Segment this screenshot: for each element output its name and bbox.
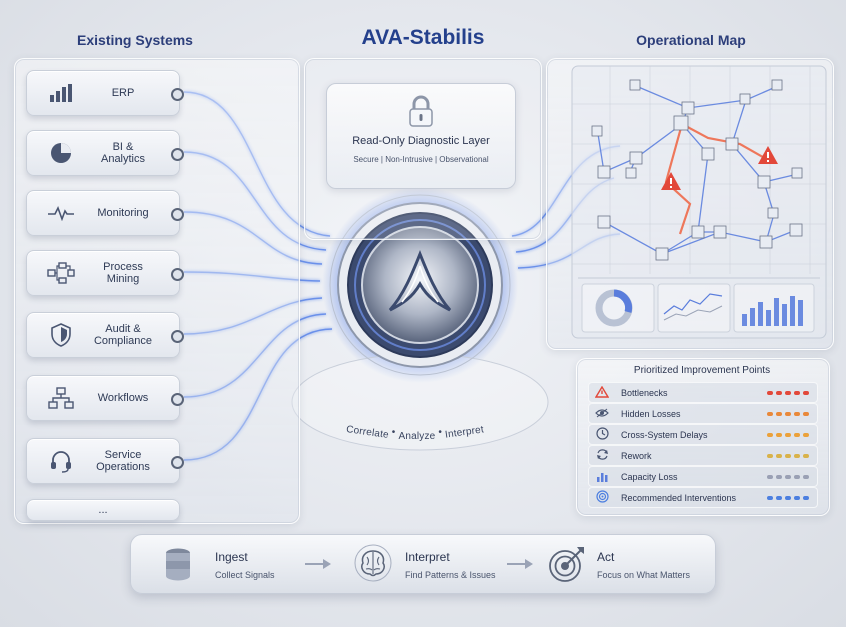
- hierarchy-icon: [41, 383, 81, 413]
- flow-step-subtitle: Collect Signals: [215, 570, 275, 580]
- system-card-workflows[interactable]: Workflows: [26, 375, 184, 421]
- process-flow-bar: Ingest Collect Signals Interpret Find Pa…: [130, 534, 716, 594]
- system-label: Monitoring: [97, 207, 149, 219]
- flowchart-icon: [41, 258, 81, 288]
- system-card-monitoring[interactable]: Monitoring: [26, 190, 184, 236]
- warning-marker: [758, 146, 778, 164]
- priorities-title: Prioritized Improvement Points: [633, 365, 771, 376]
- flow-step-ingest[interactable]: Ingest Collect Signals: [159, 535, 329, 593]
- priority-label: Rework: [621, 450, 652, 461]
- warning-marker: [661, 172, 681, 190]
- diagnostic-layer-subtitle: Secure | Non-Intrusive | Observational: [353, 155, 489, 164]
- connector-port: [171, 393, 184, 406]
- system-label: Workflows: [97, 392, 149, 404]
- action-separator: •: [438, 427, 443, 438]
- pie-chart-icon: [41, 138, 81, 168]
- connector-port: [171, 208, 184, 221]
- connector-port: [171, 330, 184, 343]
- system-label: Process Mining: [103, 261, 143, 285]
- connector-port: [171, 456, 184, 469]
- brain-icon: [354, 544, 392, 582]
- target-icon: [591, 490, 613, 505]
- flow-step-title: Ingest: [215, 550, 248, 564]
- pulse-icon: [41, 198, 81, 228]
- read-only-diagnostic-layer: Read-Only Diagnostic Layer Secure | Non-…: [326, 83, 516, 189]
- flow-step-subtitle: Focus on What Matters: [597, 570, 691, 580]
- priority-item-rework[interactable]: Rework: [588, 445, 818, 466]
- severity-indicator: [767, 432, 809, 437]
- existing-systems-header: Existing Systems: [77, 32, 193, 48]
- arrow-right-icon: [305, 557, 331, 576]
- severity-indicator: [767, 390, 809, 395]
- flow-step-title: Interpret: [405, 550, 450, 564]
- ava-logo: [388, 249, 452, 312]
- core-actions: Correlate • Analyze • Interpret: [340, 424, 490, 442]
- priority-label: Bottlenecks: [621, 387, 668, 398]
- priority-label: Hidden Losses: [621, 408, 681, 419]
- system-card-audit-compliance[interactable]: Audit & Compliance: [26, 312, 184, 358]
- flow-step-subtitle: Find Patterns & Issues: [405, 570, 496, 580]
- headset-icon: [41, 446, 81, 476]
- system-label: ERP: [111, 87, 135, 99]
- system-label: BI & Analytics: [100, 141, 146, 165]
- operational-map-graph: [571, 65, 827, 339]
- severity-indicator: [767, 411, 809, 416]
- flow-step-act[interactable]: Act Focus on What Matters: [545, 535, 710, 593]
- severity-indicator: [767, 453, 809, 458]
- arrow-right-icon: [507, 557, 533, 576]
- priority-label: Capacity Loss: [621, 471, 678, 482]
- priority-item-recommended-interventions[interactable]: Recommended Interventions: [588, 487, 818, 508]
- priority-label: Recommended Interventions: [621, 492, 737, 503]
- severity-indicator: [767, 474, 809, 479]
- connector-port: [171, 268, 184, 281]
- system-card-bi-analytics[interactable]: BI & Analytics: [26, 130, 184, 176]
- more-ellipsis: ...: [98, 504, 108, 516]
- diagnostic-layer-title: Read-Only Diagnostic Layer: [352, 135, 490, 147]
- bars-icon: [591, 470, 613, 484]
- action-separator: •: [391, 427, 396, 438]
- priority-item-bottlenecks[interactable]: Bottlenecks: [588, 382, 818, 403]
- clock-icon: [591, 427, 613, 442]
- priority-item-hidden-losses[interactable]: Hidden Losses: [588, 403, 818, 424]
- operational-map-header: Operational Map: [636, 32, 746, 48]
- target-arrow-icon: [549, 547, 584, 582]
- system-card-process-mining[interactable]: Process Mining: [26, 250, 184, 296]
- priority-item-capacity-loss[interactable]: Capacity Loss: [588, 466, 818, 487]
- system-card-erp[interactable]: ERP: [26, 70, 184, 116]
- shield-check-icon: [41, 320, 81, 350]
- system-card-service-operations[interactable]: Service Operations: [26, 438, 184, 484]
- flow-step-title: Act: [597, 550, 615, 564]
- connector-port: [171, 88, 184, 101]
- severity-indicator: [767, 495, 809, 500]
- priority-label: Cross-System Delays: [621, 429, 708, 440]
- system-label: Audit & Compliance: [93, 323, 153, 347]
- refresh-icon: [591, 448, 613, 463]
- system-label: Service Operations: [96, 449, 150, 473]
- bar-chart-icon: [41, 78, 81, 108]
- system-card-more[interactable]: ...: [26, 499, 180, 521]
- priority-item-cross-system-delays[interactable]: Cross-System Delays: [588, 424, 818, 445]
- action-analyze: Analyze: [398, 431, 436, 442]
- app-title: AVA-Stabilis: [361, 26, 485, 49]
- warning-icon: [591, 385, 613, 400]
- database-icon: [166, 548, 190, 581]
- flow-step-interpret[interactable]: Interpret Find Patterns & Issues: [353, 535, 523, 593]
- eye-icon: [591, 408, 613, 420]
- connector-port: [171, 148, 184, 161]
- lock-icon: [407, 94, 435, 128]
